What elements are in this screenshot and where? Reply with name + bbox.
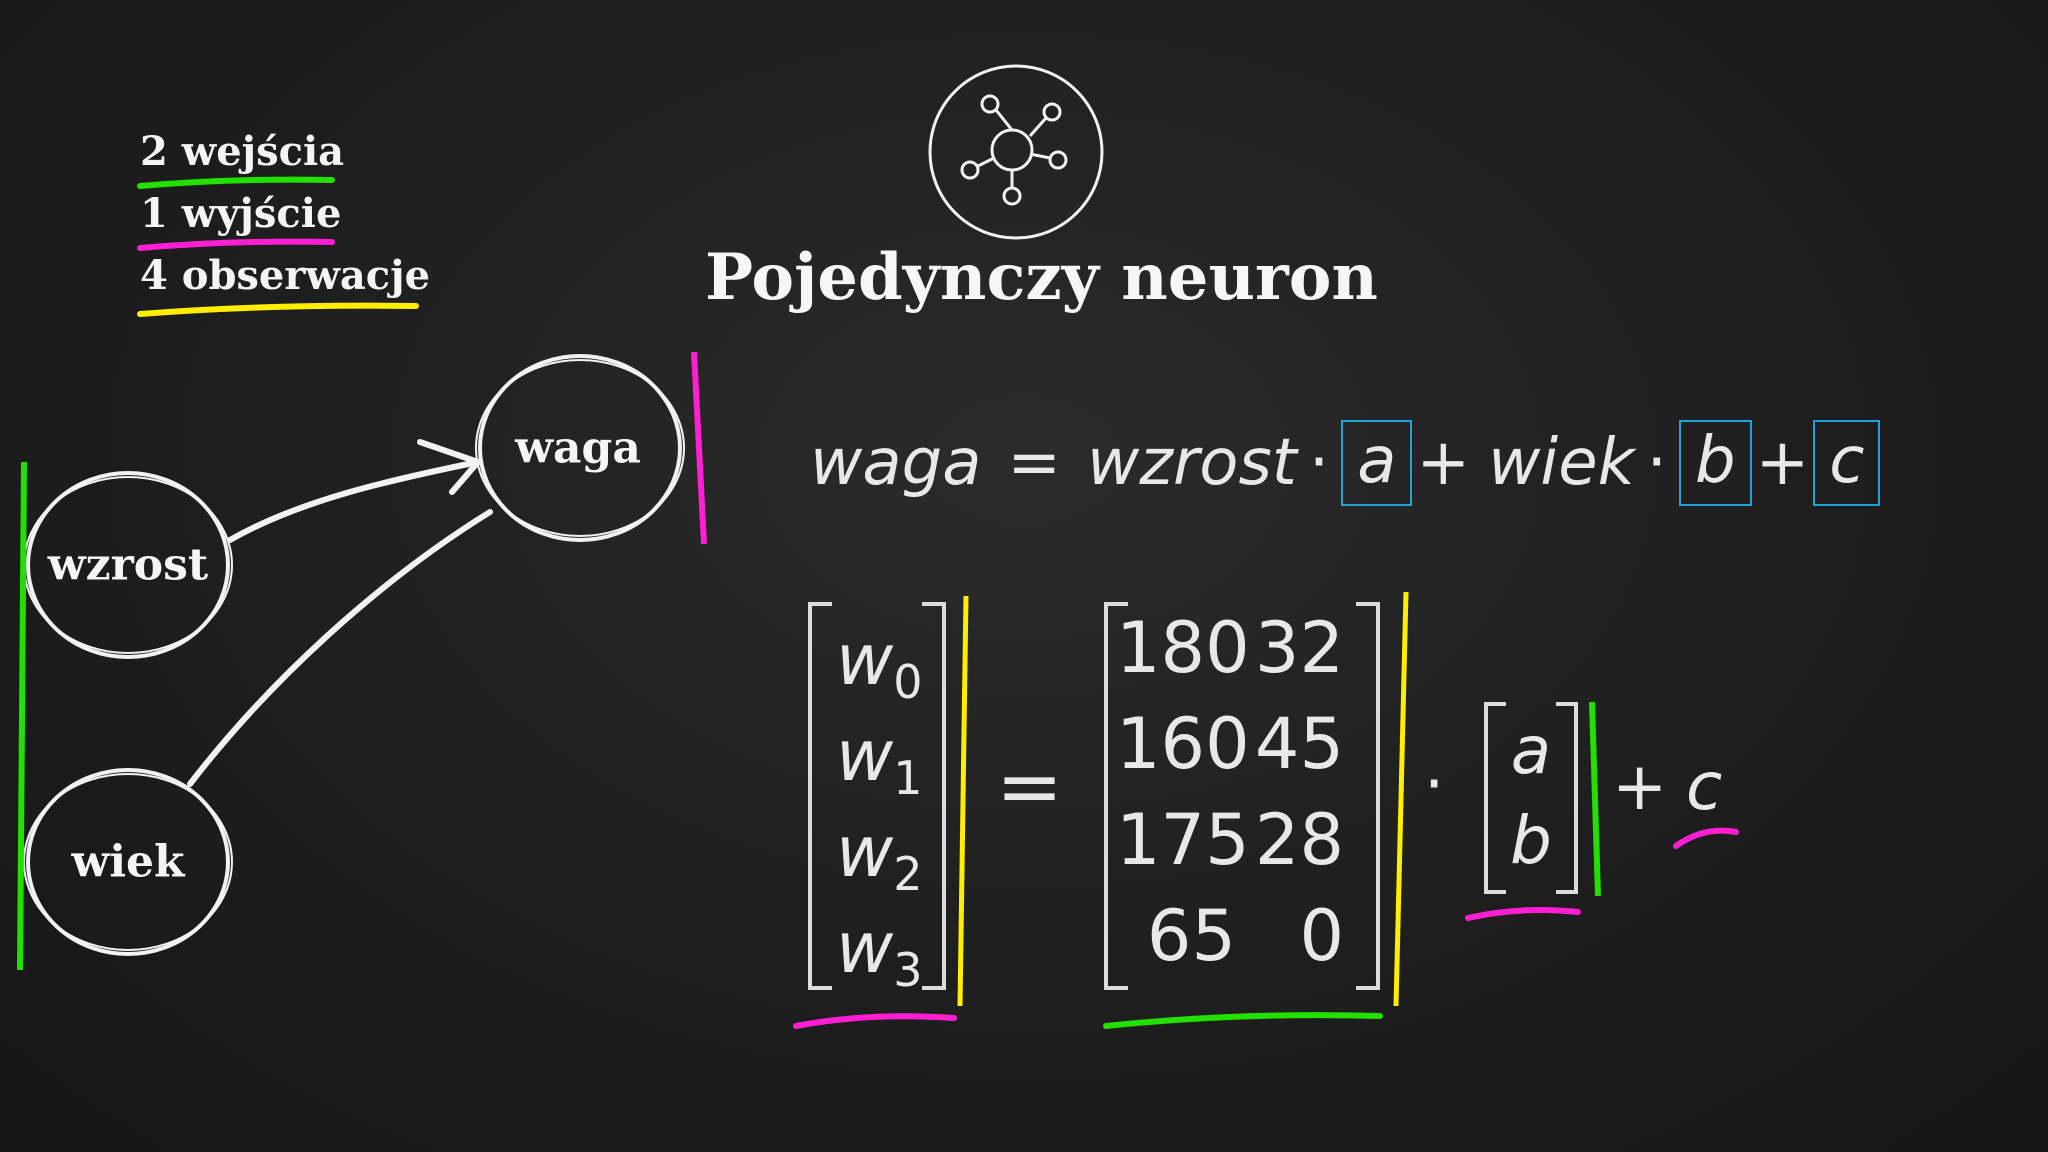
w-vector-pink-underline [793, 1013, 957, 1029]
legend-underline-observations [137, 302, 419, 317]
w-entry-3: w3 [836, 907, 923, 997]
node-label-waga: waga [515, 422, 641, 474]
eq-term-wiek: wiek [1488, 426, 1635, 500]
eq-dot-2: · [1646, 426, 1667, 500]
matrix-bias: c [1686, 748, 1723, 825]
eq-param-b: b [1678, 420, 1752, 506]
neuron-network-icon [928, 64, 1104, 240]
eq-param-a: a [1341, 420, 1413, 506]
matrix-dot: · [1424, 748, 1445, 822]
matrix-equals: = [996, 740, 1064, 833]
w-entry-2: w2 [836, 811, 923, 901]
eq-param-c: c [1813, 420, 1881, 506]
matrix-plus: + [1612, 748, 1668, 825]
eq-plus-2: + [1755, 426, 1810, 500]
w-vector: w0 w1 w2 w3 [836, 612, 923, 997]
linear-equation: waga = wzrost · a + wiek · b + c [810, 420, 1881, 506]
legend-output: 1 wyjście [140, 190, 342, 237]
eq-equals: = [1007, 426, 1062, 500]
node-circle-wzrost [26, 471, 230, 659]
matrix-yellow-bar [1393, 591, 1409, 1007]
output-bar [691, 351, 707, 545]
legend-underline-inputs [137, 176, 335, 189]
node-label-wiek: wiek [71, 836, 185, 888]
eq-dot-1: · [1308, 426, 1330, 500]
param-vector-b: b [1510, 802, 1552, 879]
param-vector: a b [1501, 706, 1561, 886]
param-vector-a: a [1510, 712, 1552, 789]
eq-term-wzrost: wzrost [1087, 426, 1297, 500]
node-label-wzrost: wzrost [47, 539, 209, 591]
legend-underline-output [137, 238, 335, 251]
node-circle-waga [478, 354, 682, 542]
inputs-bar [17, 461, 27, 971]
matrix-green-underline [1103, 1012, 1383, 1029]
eq-lhs: waga [810, 426, 982, 500]
w-entry-1: w1 [836, 715, 923, 805]
ab-vector-pink-underline [1465, 907, 1581, 921]
w-entry-0: w0 [836, 619, 923, 709]
bias-pink-underline [1673, 827, 1739, 849]
eq-plus-1: + [1416, 426, 1471, 500]
legend-inputs: 2 wejścia [140, 128, 345, 175]
node-circle-wiek [26, 768, 230, 956]
arrow-wiek-waga [187, 509, 493, 787]
w-vector-yellow-bar [957, 595, 969, 1007]
page-title: Pojedynczy neuron [705, 240, 1378, 315]
legend-observations: 4 obserwacje [140, 252, 431, 299]
arrow-wzrost-waga [227, 459, 481, 543]
ab-vector-green-bar [1589, 701, 1601, 897]
